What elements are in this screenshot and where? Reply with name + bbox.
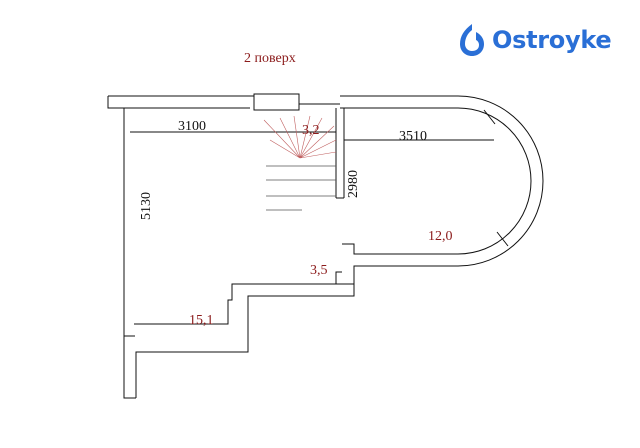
brand-logo: Ostroyke <box>458 18 618 64</box>
brand-mark-icon <box>460 24 484 56</box>
dim-width-left: 3100 <box>178 119 206 134</box>
dim-height-left: 5130 <box>139 192 154 220</box>
bay-outer-arc <box>457 95 544 267</box>
floor-title: 2 поверх <box>244 51 296 66</box>
dim-width-right: 3510 <box>399 129 427 144</box>
wall-step-outer <box>135 284 355 398</box>
winder-rays <box>263 115 337 159</box>
wall-bay-bottom-outer <box>336 265 458 285</box>
walls <box>107 93 544 399</box>
brand-name: Ostroyke <box>492 26 612 54</box>
stair-treads <box>266 165 336 211</box>
window-block <box>253 93 300 111</box>
stair-straight-treads <box>266 165 336 211</box>
area-main: 15,1 <box>189 313 214 328</box>
dim-height-stair: 2980 <box>346 170 361 198</box>
wall-left-bottom <box>123 336 136 399</box>
area-hall: 3,5 <box>310 263 328 278</box>
stair-winder-lines <box>263 115 337 159</box>
wall-bay-bottom-inner <box>342 243 458 255</box>
area-stair: 3,2 <box>302 123 320 138</box>
stair-wall <box>335 108 345 199</box>
wall-step-inner <box>134 271 342 325</box>
area-bay: 12,0 <box>428 229 453 244</box>
bay-joints <box>483 109 509 247</box>
bay-inner-arc <box>457 107 532 255</box>
